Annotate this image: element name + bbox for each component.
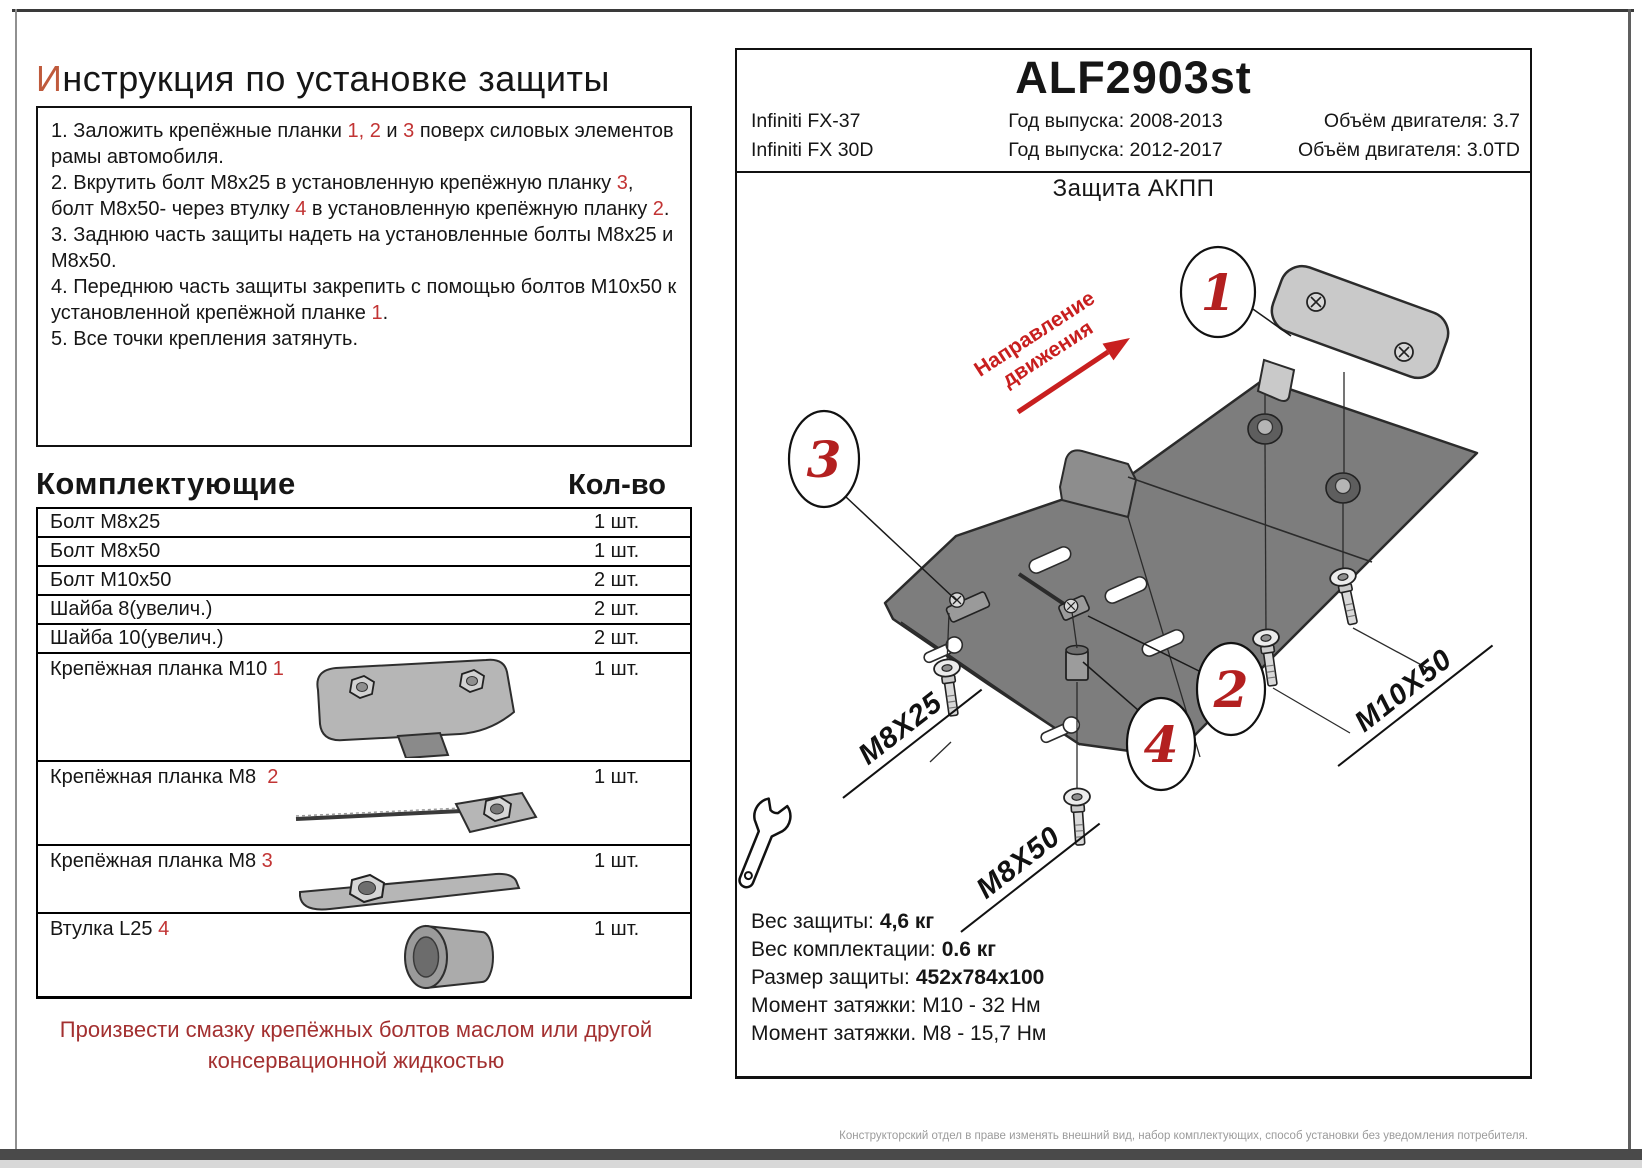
svg-text:4: 4 (1144, 715, 1179, 774)
svg-text:1: 1 (1201, 263, 1236, 322)
specs-block: Вес защиты:4,6 кг Вес комплектации:0.6 к… (751, 908, 1046, 1048)
direction-label: Направление движения (970, 287, 1099, 392)
parts-table-header: Комплектующие Кол-во (36, 452, 692, 502)
direction-arrow (1016, 338, 1130, 415)
title-initial: И (36, 58, 63, 100)
spec-torque-m8: Момент затяжки.М8 - 15,7 Нм (751, 1022, 1047, 1045)
plate-hole (1325, 472, 1361, 504)
part-ref: 1 (371, 302, 383, 324)
parts-heading: Комплектующие (36, 466, 296, 501)
part-number: ALF2903st (1015, 52, 1252, 103)
label-m8x25: M8X25 (842, 686, 983, 799)
rod-plate-m8-drawing (295, 791, 538, 834)
callout-leaders (845, 306, 1292, 718)
callout-2: 2 (1195, 641, 1267, 737)
table-row: Шайба 8(увелич.)2 шт. (38, 596, 690, 625)
svg-text:M10X50: M10X50 (1349, 643, 1459, 738)
bracket-plate-m10-drawing (316, 658, 516, 758)
part-ref: 3 (261, 850, 273, 872)
callout-3: 3 (787, 409, 861, 509)
svg-text:Направление: Направление (970, 287, 1099, 382)
bolt-m10x50-a (1327, 565, 1367, 628)
spec-torque-m10: Момент затяжки:М10 - 32 Нм (751, 994, 1041, 1017)
part-ref: 3 (616, 172, 628, 194)
flat-plate-on-wing (945, 591, 991, 623)
svg-text:M8X50: M8X50 (971, 820, 1067, 905)
svg-text:движения: движения (998, 316, 1097, 392)
bolt-m10x50-b (1251, 626, 1287, 689)
qty-heading: Кол-во (568, 469, 666, 501)
bushing-drawing (404, 924, 494, 990)
instruction-item-5: 5. Все точки крепления затянуть. (51, 328, 359, 350)
plate-slots (923, 546, 1185, 744)
part-ref: 4 (295, 198, 307, 220)
bolt-m8x50 (1062, 786, 1095, 847)
scan-frame-right (1628, 9, 1631, 1150)
part-ref: 2 (267, 766, 279, 788)
hex-nut-icon (459, 669, 485, 693)
connector-lines (929, 372, 1428, 793)
callout-4: 4 (1125, 696, 1197, 792)
part-ref: 3 (403, 120, 415, 142)
table-row-flat-plate-m8: Крепёжная планка М8 3 1 шт. (38, 846, 690, 914)
table-row-bushing: Втулка L25 4 1 шт. (38, 914, 690, 996)
spec-kit-weight: Вес комплектации:0.6 кг (751, 938, 996, 961)
instruction-item-1: 1. Заложить крепёжные планки 1, 2 и 3 по… (51, 120, 674, 168)
vehicle-row: Infiniti FX 30D Год выпуска: 2012-2017 О… (751, 139, 1520, 161)
scan-frame-edge (0, 1160, 1642, 1168)
part-ref: 2 (652, 198, 664, 220)
page-title: Инструкция по установке защиты (36, 58, 676, 100)
svg-text:3: 3 (807, 430, 842, 489)
svg-text:2: 2 (1213, 660, 1249, 719)
shield-plate (883, 378, 1479, 759)
spec-size: Размер защиты:452х784х100 (751, 966, 1045, 989)
label-m10x50: M10X50 (1337, 643, 1494, 767)
callout-1: 1 (1179, 245, 1257, 339)
product-panel: ALF2903st Infiniti FX-37 Год выпуска: 20… (735, 48, 1532, 1079)
part-ref: 1 (272, 658, 284, 680)
flat-plate-m8-drawing (299, 872, 521, 911)
installation-instructions: 1. Заложить крепёжные планки 1, 2 и 3 по… (36, 106, 692, 447)
table-row-bracket-m10: Крепёжная планка М10 1 1 шт. (38, 654, 690, 762)
part-ref: 4 (158, 918, 170, 940)
diagram-title: Защита АКПП (1052, 175, 1215, 202)
instruction-item-4: 4. Переднюю часть защиты закрепить с пом… (51, 276, 677, 324)
spec-weight: Вес защиты:4,6 кг (751, 910, 935, 933)
instruction-item-2: 2. Вкрутить болт М8х25 в установленную к… (51, 172, 670, 220)
instruction-item-3: 3. Заднюю часть защиты надеть на установ… (51, 224, 674, 272)
title-rest: нструкция по установке защиты (62, 58, 610, 100)
scan-frame-bottom (0, 1149, 1642, 1160)
exploded-view-diagram: Направление движения (738, 245, 1494, 933)
bolt-m8x25 (932, 656, 968, 719)
part-ref: 1, 2 (347, 120, 381, 142)
mounting-bracket-m10 (1256, 264, 1450, 402)
rod-plate-on-shield (1017, 572, 1090, 621)
lubrication-note: Произвести смазку крепёжных болтов масло… (59, 1017, 653, 1073)
vehicle-row: Infiniti FX-37 Год выпуска: 2008-2013 Об… (751, 110, 1520, 132)
hex-nut-icon (349, 675, 375, 699)
wrench-icon (738, 797, 792, 889)
manufacturer-footnote: Конструкторский отдел в праве изменять в… (839, 1130, 1528, 1142)
table-row: Шайба 10(увелич.)2 шт. (38, 625, 690, 654)
scan-frame-left (15, 9, 17, 1150)
header-divider (737, 171, 1530, 173)
hex-nut-icon (348, 873, 386, 904)
svg-text:M8X25: M8X25 (853, 686, 949, 771)
plate-hole (1247, 413, 1283, 445)
hex-nut-icon (483, 796, 512, 822)
bushing (1065, 644, 1089, 681)
table-row-rod-plate-m8: Крепёжная планка М8 2 1 шт. (38, 762, 690, 846)
scan-frame-top (12, 9, 1634, 12)
